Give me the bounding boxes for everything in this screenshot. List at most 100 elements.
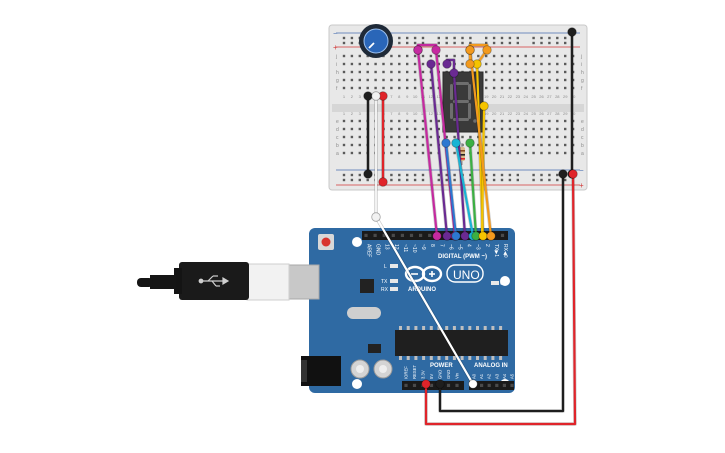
rail-hole[interactable]: [516, 41, 519, 45]
breadboard-hole[interactable]: [524, 127, 527, 131]
wire-cyan[interactable]: [454, 141, 475, 238]
breadboard-hole[interactable]: [358, 151, 361, 155]
rail-hole[interactable]: [350, 178, 354, 182]
rail-hole[interactable]: [508, 178, 512, 182]
rail-hole[interactable]: [532, 178, 535, 182]
breadboard-hole[interactable]: [540, 151, 543, 155]
breadboard-hole[interactable]: [413, 86, 417, 90]
breadboard-hole[interactable]: [492, 78, 496, 82]
breadboard-hole[interactable]: [516, 151, 519, 155]
breadboard-hole[interactable]: [398, 151, 401, 155]
digital-pin[interactable]: [400, 233, 404, 237]
breadboard-hole[interactable]: [413, 78, 417, 82]
breadboard-hole[interactable]: [406, 119, 409, 123]
breadboard-hole[interactable]: [571, 151, 575, 155]
wire-green-end[interactable]: [465, 138, 475, 148]
breadboard-hole[interactable]: [358, 135, 361, 139]
breadboard-hole[interactable]: [540, 62, 543, 66]
breadboard-hole[interactable]: [492, 135, 496, 139]
breadboard-hole[interactable]: [532, 62, 535, 66]
rail-hole[interactable]: [469, 36, 472, 40]
breadboard-hole[interactable]: [532, 151, 535, 155]
breadboard-hole[interactable]: [500, 143, 504, 147]
digital-pin[interactable]: [409, 233, 414, 237]
rail-hole[interactable]: [508, 36, 512, 40]
breadboard-hole[interactable]: [421, 86, 425, 90]
breadboard-hole[interactable]: [429, 78, 433, 82]
breadboard-hole[interactable]: [540, 119, 543, 123]
reset-button-cap[interactable]: [321, 237, 331, 247]
rail-hole[interactable]: [540, 178, 543, 182]
breadboard-hole[interactable]: [508, 62, 512, 66]
breadboard-hole[interactable]: [571, 54, 575, 58]
wire-yellow-1-end[interactable]: [478, 231, 488, 241]
breadboard-hole[interactable]: [374, 62, 377, 66]
breadboard-hole[interactable]: [406, 54, 409, 58]
breadboard-hole[interactable]: [564, 78, 567, 82]
wire-purple-2-end[interactable]: [449, 68, 459, 78]
breadboard-hole[interactable]: [382, 78, 385, 82]
breadboard-hole[interactable]: [500, 54, 504, 58]
breadboard-hole[interactable]: [358, 78, 361, 82]
wire-red-5v[interactable]: [424, 172, 577, 426]
rail-hole[interactable]: [421, 36, 425, 40]
breadboard-hole[interactable]: [548, 135, 551, 139]
rail-hole[interactable]: [461, 36, 464, 40]
breadboard-hole[interactable]: [390, 86, 393, 90]
breadboard-hole[interactable]: [500, 119, 504, 123]
wire-orange-bridge-end[interactable]: [465, 45, 475, 55]
breadboard-hole[interactable]: [413, 135, 417, 139]
breadboard-hole[interactable]: [382, 70, 385, 74]
breadboard-hole[interactable]: [548, 151, 551, 155]
breadboard-hole[interactable]: [406, 143, 409, 147]
breadboard-hole[interactable]: [548, 143, 551, 147]
breadboard-hole[interactable]: [556, 54, 559, 58]
breadboard-hole[interactable]: [429, 127, 433, 131]
breadboard-hole[interactable]: [516, 143, 519, 147]
breadboard-hole[interactable]: [556, 78, 559, 82]
breadboard-hole[interactable]: [374, 70, 377, 74]
breadboard-hole[interactable]: [342, 119, 346, 123]
wire-cyan-end[interactable]: [451, 138, 461, 148]
breadboard-hole[interactable]: [571, 127, 575, 131]
rail-hole[interactable]: [540, 36, 543, 40]
breadboard-hole[interactable]: [516, 70, 519, 74]
breadboard-hole[interactable]: [390, 54, 393, 58]
breadboard-hole[interactable]: [477, 54, 480, 58]
rail-hole[interactable]: [548, 36, 551, 40]
breadboard-hole[interactable]: [413, 143, 417, 147]
breadboard-hole[interactable]: [556, 143, 559, 147]
breadboard-hole[interactable]: [516, 62, 519, 66]
rail-hole[interactable]: [492, 173, 496, 177]
rail-hole[interactable]: [564, 36, 567, 40]
wire-blue-end[interactable]: [441, 138, 451, 148]
rail-hole[interactable]: [342, 178, 346, 182]
breadboard-hole[interactable]: [437, 127, 440, 131]
breadboard-hole[interactable]: [413, 119, 417, 123]
breadboard-hole[interactable]: [342, 70, 346, 74]
breadboard-hole[interactable]: [492, 54, 496, 58]
rail-hole[interactable]: [445, 173, 448, 177]
breadboard-hole[interactable]: [485, 70, 488, 74]
rail-hole[interactable]: [453, 178, 456, 182]
rail-hole[interactable]: [516, 173, 519, 177]
breadboard-hole[interactable]: [532, 54, 535, 58]
breadboard-hole[interactable]: [540, 54, 543, 58]
breadboard-hole[interactable]: [366, 54, 369, 58]
breadboard-hole[interactable]: [350, 127, 354, 131]
breadboard-hole[interactable]: [571, 78, 575, 82]
rail-hole[interactable]: [461, 41, 464, 45]
breadboard-hole[interactable]: [556, 86, 559, 90]
rail-hole[interactable]: [492, 41, 496, 45]
breadboard-hole[interactable]: [445, 54, 448, 58]
breadboard-hole[interactable]: [540, 143, 543, 147]
breadboard-hole[interactable]: [564, 119, 567, 123]
rail-hole[interactable]: [398, 173, 401, 177]
breadboard-hole[interactable]: [469, 135, 472, 139]
wire-red-5v-end[interactable]: [421, 379, 431, 389]
breadboard-hole[interactable]: [350, 151, 354, 155]
rail-hole[interactable]: [540, 173, 543, 177]
breadboard-hole[interactable]: [516, 119, 519, 123]
breadboard-hole[interactable]: [366, 86, 369, 90]
breadboard-hole[interactable]: [350, 62, 354, 66]
